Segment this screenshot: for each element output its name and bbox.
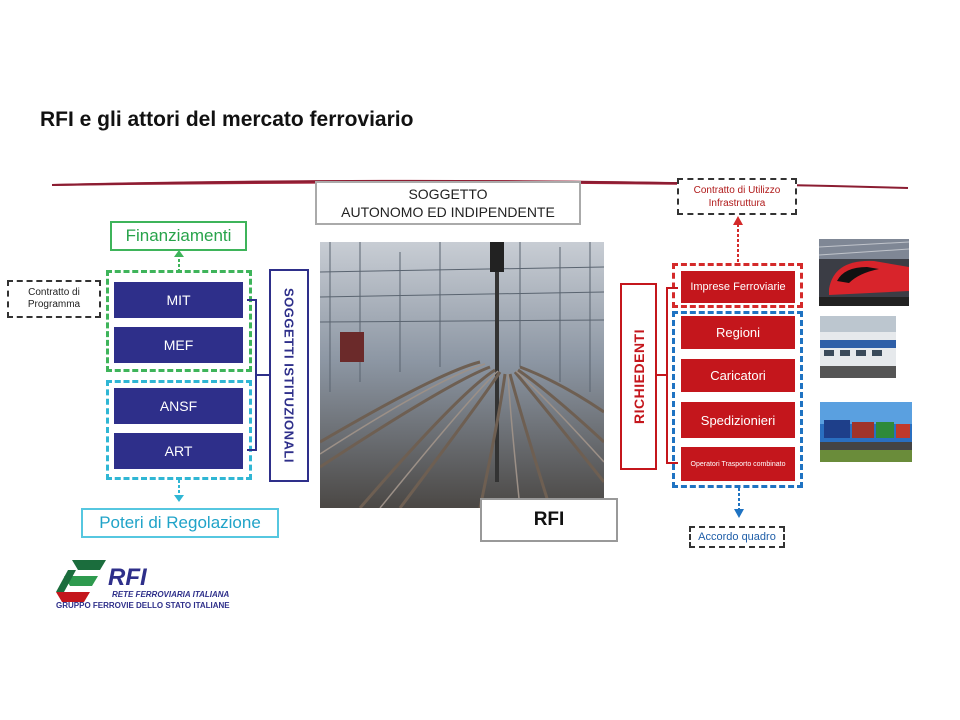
regolazione-group [106, 380, 252, 480]
soggetto-box: SOGGETTO AUTONOMO ED INDIPENDENTE [315, 181, 581, 225]
right-connector [657, 374, 666, 376]
regional-train-photo [820, 316, 896, 378]
left-bracket [247, 299, 257, 451]
high-speed-train-photo [819, 239, 909, 306]
richiedenti-box: RICHIEDENTI [620, 283, 657, 470]
soggetti-istituzionali-box: SOGGETTI ISTITUZIONALI [269, 269, 309, 482]
contratto-utilizzo-line1: Contratto di Utilizzo [693, 184, 781, 196]
logo-brand: RFI [108, 564, 147, 591]
railway-tracks-photo [320, 242, 604, 508]
richiedenti-group [672, 311, 803, 488]
contratto-programma-box: Contratto di Programma [7, 280, 101, 318]
caricatori-box: Caricatori [681, 359, 795, 392]
contratto-programma-line1: Contratto di [28, 287, 80, 298]
accordo-quadro-box: Accordo quadro [689, 526, 785, 548]
arrow-down-icon [174, 480, 184, 502]
imprese-ferroviarie-box: Imprese Ferroviarie [681, 271, 795, 303]
richiedenti-label: RICHIEDENTI [630, 329, 647, 424]
soggetto-line1: SOGGETTO [408, 186, 488, 202]
poteri-regolazione-label: Poteri di Regolazione [81, 508, 279, 538]
fs-logo-icon [56, 560, 106, 602]
arrow-down-blue-icon [734, 488, 744, 518]
contratto-programma-line2: Programma [27, 299, 81, 310]
imprese-group [672, 263, 803, 308]
left-connector [257, 374, 269, 376]
soggetti-istituzionali-label: SOGGETTI ISTITUZIONALI [281, 288, 297, 463]
contratto-utilizzo-box: Contratto di Utilizzo Infrastruttura [677, 178, 797, 215]
operatori-trasporto-box: Operatori Trasporto combinato [681, 447, 795, 481]
ansf-box: ANSF [114, 388, 243, 424]
mit-box: MIT [114, 282, 243, 318]
freight-containers-photo [820, 402, 912, 462]
rfi-label-box: RFI [480, 498, 618, 542]
regioni-box: Regioni [681, 316, 795, 349]
finanziamenti-group [106, 270, 252, 372]
arrow-up-red-icon [733, 216, 743, 262]
contratto-utilizzo-line2: Infrastruttura [708, 197, 766, 209]
art-box: ART [114, 433, 243, 469]
arrow-up-icon [174, 250, 184, 272]
page-title: RFI e gli attori del mercato ferroviario [40, 108, 414, 131]
soggetto-line2: AUTONOMO ED INDIPENDENTE [341, 204, 555, 220]
right-bracket [666, 287, 678, 464]
logo-line2: GRUPPO FERROVIE DELLO STATO ITALIANE [56, 601, 230, 610]
logo-line1: RETE FERROVIARIA ITALIANA [112, 590, 230, 599]
mef-box: MEF [114, 327, 243, 363]
finanziamenti-label: Finanziamenti [110, 221, 247, 251]
spedizionieri-box: Spedizionieri [681, 402, 795, 438]
